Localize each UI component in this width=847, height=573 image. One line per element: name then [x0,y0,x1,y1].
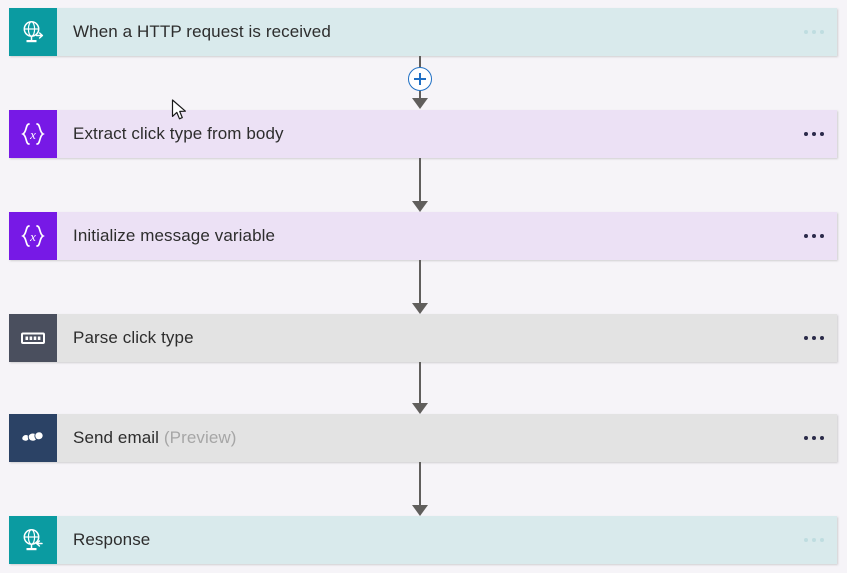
flow-step-title: Response [73,530,151,549]
flow-connector-4 [412,362,428,414]
flow-step-more-menu-button[interactable] [791,8,837,56]
globe-response-icon [9,516,57,564]
flow-step-card-extract-click-type-from-body[interactable]: x Extract click type from body [9,110,837,158]
variables-braces-x-icon: x [9,212,57,260]
flow-step-more-menu-button[interactable] [791,414,837,462]
add-step-button[interactable] [408,67,432,91]
outlook-mail-icon [9,414,57,462]
flow-step-card-when-a-http-request-is-received[interactable]: When a HTTP request is received [9,8,837,56]
flow-step-more-menu-button[interactable] [791,516,837,564]
flow-step-card-initialize-message-variable[interactable]: x Initialize message variable [9,212,837,260]
flow-step-more-menu-button[interactable] [791,212,837,260]
flow-connector-2 [412,158,428,212]
flow-connector-5 [412,462,428,516]
svg-text:x: x [29,229,36,244]
svg-text:x: x [29,127,36,142]
globe-request-icon [9,8,57,56]
flow-step-title: Initialize message variable [73,226,276,245]
flow-step-title: Send email (Preview) [73,428,237,447]
flow-step-card-response[interactable]: Response [9,516,837,564]
flow-step-title: When a HTTP request is received [73,22,331,41]
flow-step-card-parse-click-type[interactable]: Parse click type [9,314,837,362]
flow-step-more-menu-button[interactable] [791,110,837,158]
flow-step-title: Parse click type [73,328,194,347]
data-operations-icon [9,314,57,362]
flow-step-more-menu-button[interactable] [791,314,837,362]
flow-step-title: Extract click type from body [73,124,284,143]
variables-braces-x-icon: x [9,110,57,158]
flow-step-card-send-email[interactable]: Send email (Preview) [9,414,837,462]
flow-connector-3 [412,260,428,314]
flow-connector-1 [408,56,432,110]
